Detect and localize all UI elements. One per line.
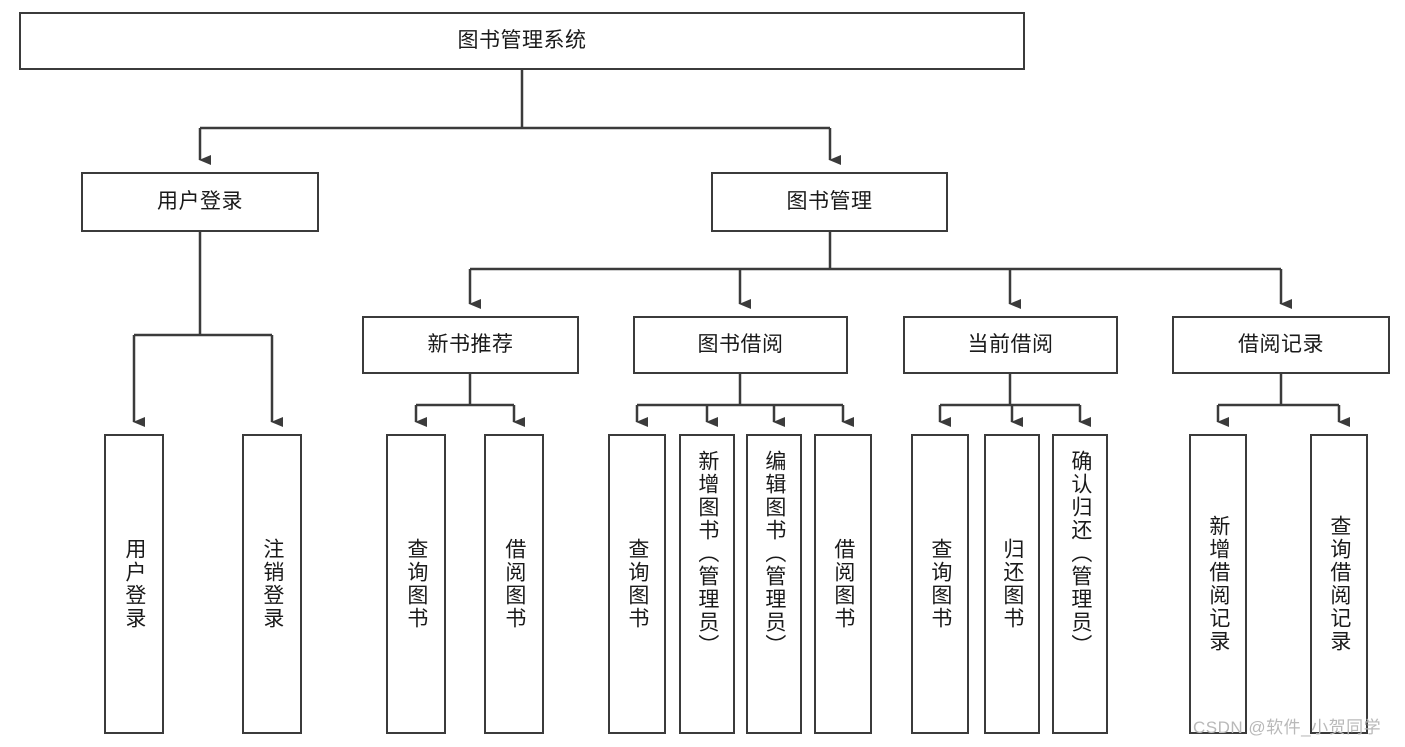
csdn-watermark: CSDN @软件_小贺同学 [1193, 718, 1382, 737]
node-label: 编辑图书（管理员） [762, 450, 786, 657]
node-leaf-3[interactable]: 借阅图书 [484, 434, 544, 734]
node-level2-0[interactable]: 新书推荐 [362, 316, 579, 374]
node-label: 新增图书（管理员） [695, 450, 719, 657]
node-label: 当前借阅 [967, 333, 1054, 357]
node-leaf-4[interactable]: 查询图书 [608, 434, 666, 734]
node-leaf-1[interactable]: 注销登录 [242, 434, 302, 734]
node-label: 新增借阅记录 [1206, 515, 1230, 653]
node-label: 查询图书 [625, 538, 649, 630]
node-label: 借阅图书 [502, 538, 526, 630]
node-leaf-0[interactable]: 用户登录 [104, 434, 164, 734]
node-label: 借阅图书 [831, 538, 855, 630]
node-label: 用户登录 [122, 538, 146, 630]
node-label: 借阅记录 [1238, 333, 1324, 357]
node-leaf-12[interactable]: 查询借阅记录 [1310, 434, 1368, 734]
node-level2-1[interactable]: 图书借阅 [633, 316, 848, 374]
node-leaf-8[interactable]: 查询图书 [911, 434, 969, 734]
node-label: 查询借阅记录 [1327, 515, 1351, 653]
node-label: 查询图书 [404, 538, 428, 630]
node-label: 新书推荐 [427, 333, 514, 357]
node-label: 用户登录 [157, 190, 243, 214]
node-label: 确认归还（管理员） [1068, 450, 1092, 657]
node-level1-0[interactable]: 用户登录 [81, 172, 319, 232]
node-leaf-2[interactable]: 查询图书 [386, 434, 446, 734]
node-label: 注销登录 [260, 538, 284, 630]
node-label: 图书借阅 [697, 333, 784, 357]
node-label: 查询图书 [928, 538, 952, 630]
node-leaf-5[interactable]: 新增图书（管理员） [679, 434, 735, 734]
node-level2-2[interactable]: 当前借阅 [903, 316, 1118, 374]
node-level2-3[interactable]: 借阅记录 [1172, 316, 1390, 374]
node-label: 图书管理 [786, 190, 873, 214]
node-leaf-9[interactable]: 归还图书 [984, 434, 1040, 734]
node-leaf-6[interactable]: 编辑图书（管理员） [746, 434, 802, 734]
node-root-图书管理系统[interactable]: 图书管理系统 [19, 12, 1025, 70]
node-leaf-10[interactable]: 确认归还（管理员） [1052, 434, 1108, 734]
node-level1-1[interactable]: 图书管理 [711, 172, 948, 232]
node-label: 图书管理系统 [457, 29, 587, 53]
node-leaf-7[interactable]: 借阅图书 [814, 434, 872, 734]
node-leaf-11[interactable]: 新增借阅记录 [1189, 434, 1247, 734]
node-label: 归还图书 [1000, 538, 1024, 630]
